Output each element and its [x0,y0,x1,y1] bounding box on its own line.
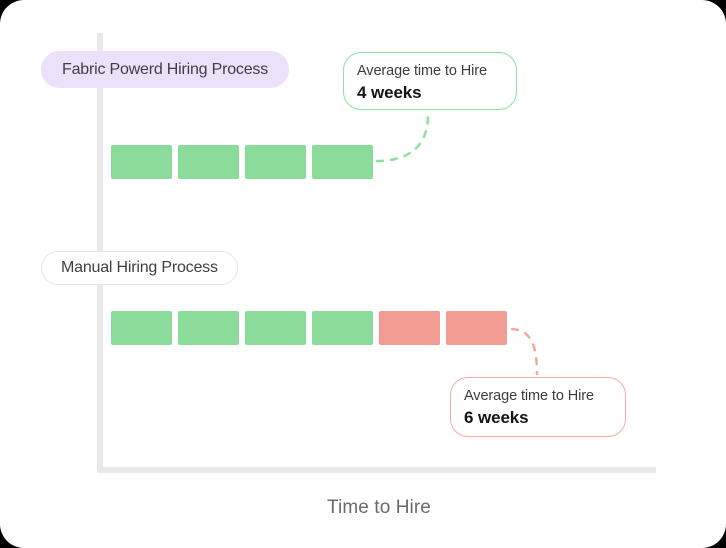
fabric-week-blocks [111,145,373,179]
fabric-process-pill: Fabric Powerd Hiring Process [41,51,290,88]
fabric-process-label: Fabric Powerd Hiring Process [62,60,269,78]
week-block-green [312,145,373,179]
week-block-red [446,311,507,345]
manual-process-label: Manual Hiring Process [61,259,218,276]
week-block-green [111,145,172,179]
week-block-green [178,311,239,345]
week-block-green [111,311,172,345]
week-block-green [245,311,306,345]
manual-week-blocks [111,311,507,345]
manual-callout-caption: Average time to Hire [464,388,594,404]
week-block-green [312,311,373,345]
manual-callout-value: 6 weeks [464,408,529,427]
week-block-green [178,145,239,179]
week-block-red [379,311,440,345]
fabric-callout-connector-line [375,113,430,163]
week-block-green [245,145,306,179]
manual-average-callout: Average time to Hire 6 weeks [450,377,626,437]
fabric-average-callout: Average time to Hire 4 weeks [343,52,517,110]
manual-callout-connector-line [510,327,539,376]
fabric-callout-caption: Average time to Hire [357,63,487,79]
x-axis-line [97,467,656,473]
manual-process-pill: Manual Hiring Process [41,251,238,285]
x-axis-label: Time to Hire [327,497,431,518]
fabric-callout-value: 4 weeks [357,83,422,102]
